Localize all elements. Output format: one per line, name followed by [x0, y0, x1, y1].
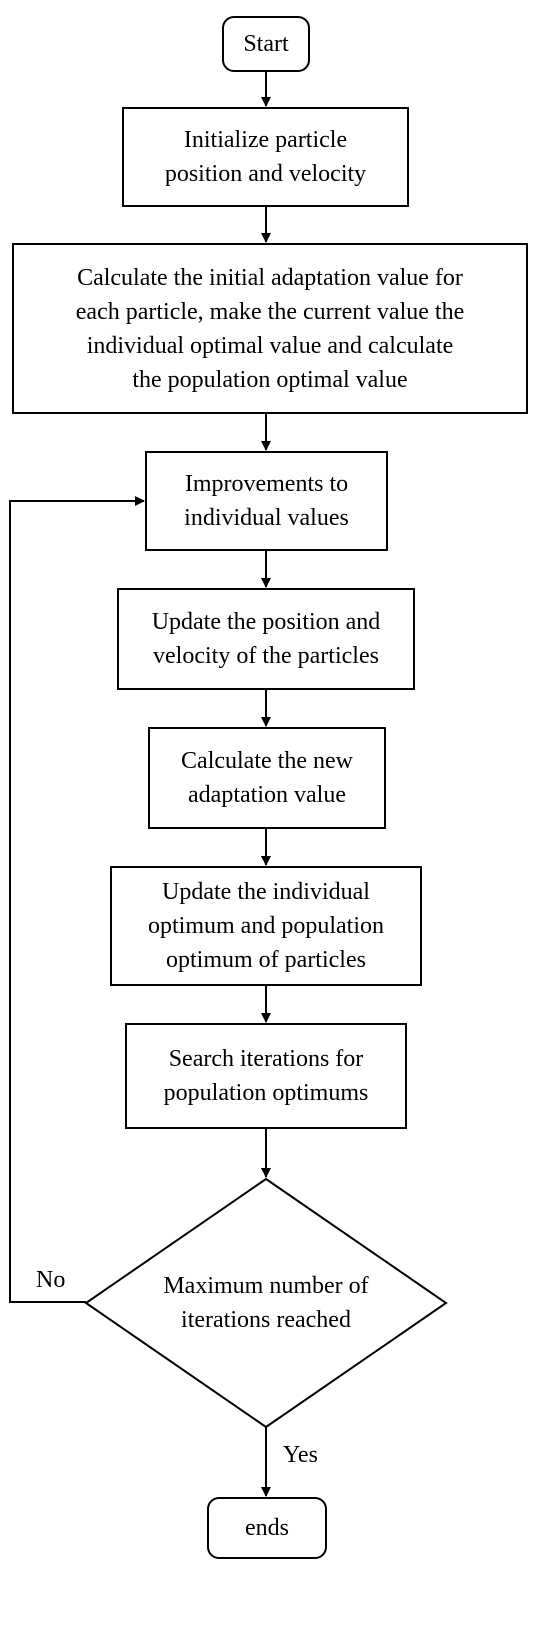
start-node: Start — [222, 16, 310, 72]
end-node: ends — [207, 1497, 327, 1559]
update-position-node: Update the position and velocity of the … — [117, 588, 415, 690]
update-position-label: Update the position and velocity of the … — [151, 609, 381, 669]
end-label: ends — [245, 1515, 289, 1541]
calc-new-label: Calculate the new adaptation value — [181, 748, 353, 808]
search-node: Search iterations for population optimum… — [125, 1023, 407, 1129]
initialize-label: Initialize particle position and velocit… — [164, 127, 367, 187]
search-label: Search iterations for population optimum… — [163, 1046, 369, 1106]
decision-label: Maximum number of iterations reached — [163, 1273, 369, 1333]
initialize-node: Initialize particle position and velocit… — [122, 107, 409, 207]
update-optimum-node: Update the individual optimum and popula… — [110, 866, 422, 986]
improve-node: Improvements to individual values — [145, 451, 388, 551]
no-label: No — [36, 1267, 66, 1293]
update-optimum-label: Update the individual optimum and popula… — [148, 879, 384, 973]
decision-diamond — [84, 1177, 448, 1429]
yes-label: Yes — [283, 1442, 318, 1468]
start-label: Start — [243, 31, 289, 57]
improve-label: Improvements to individual values — [184, 471, 349, 531]
arrow-no-loop — [9, 496, 145, 1303]
calc-initial-label: Calculate the initial adaptation value f… — [75, 264, 465, 393]
calc-new-node: Calculate the new adaptation value — [148, 727, 386, 829]
calc-initial-node: Calculate the initial adaptation value f… — [12, 243, 528, 414]
